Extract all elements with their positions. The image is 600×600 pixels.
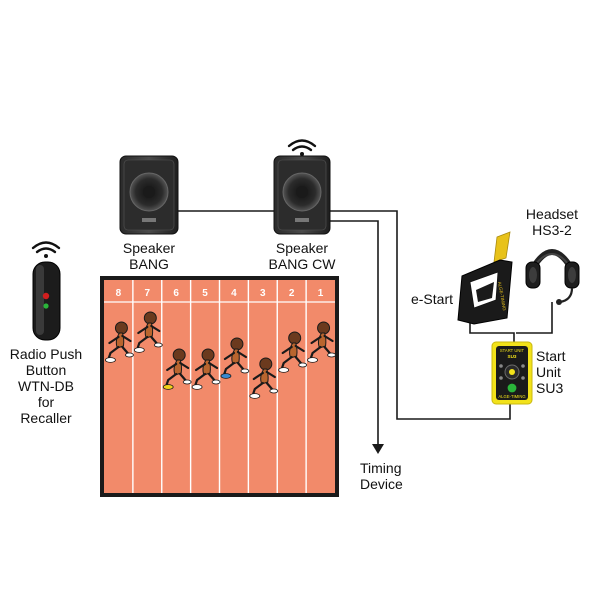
start-unit-label-line3: SU3 <box>536 380 564 396</box>
wireless-signal-icon <box>287 139 317 156</box>
wireless-signal-icon <box>31 241 61 258</box>
lanes: 8 7 6 5 4 3 2 1 <box>104 280 336 493</box>
lane-number: 4 <box>231 288 237 299</box>
arrow-down-icon <box>372 444 384 454</box>
radio-push-button-label-line4: for <box>37 394 55 410</box>
wire-headset-start-unit <box>516 302 553 334</box>
e-start-brand-label: ALGE-TIMING <box>497 281 507 311</box>
start-unit-label: Start Unit SU3 <box>536 348 586 396</box>
wire-speaker2-timing-device <box>328 220 379 444</box>
start-unit-icon: START UNIT SU3 ALGE-TIMING <box>491 341 533 405</box>
start-unit-panel-brand: ALGE-TIMING <box>498 394 525 399</box>
timing-device-label-line1: Timing <box>360 460 402 476</box>
lane-number: 7 <box>145 288 151 299</box>
speaker-right-label-line1: Speaker <box>275 240 329 256</box>
runner-icon <box>162 348 192 390</box>
track: 8 7 6 5 4 3 2 1 <box>100 276 339 497</box>
runner-icon <box>105 321 134 363</box>
radio-push-button-label-line2: Button <box>25 362 67 378</box>
speaker-left-label-line2: BANG <box>129 256 169 272</box>
wire-speaker2-start-unit <box>328 210 511 420</box>
runner-icon <box>307 321 336 363</box>
speaker-icon <box>119 155 179 235</box>
lane-number: 8 <box>116 288 122 299</box>
headset-label-line1: Headset <box>525 206 579 222</box>
runner-icon <box>249 357 279 399</box>
start-unit-label-line1: Start <box>536 348 566 364</box>
e-start-label: e-Start <box>410 291 453 307</box>
lane-number: 2 <box>289 288 295 299</box>
radio-push-button-icon <box>32 261 61 341</box>
lane-number: 6 <box>173 288 179 299</box>
headset-icon <box>525 249 580 305</box>
timing-device-label: Timing Device <box>360 460 424 492</box>
speaker-left-label: Speaker BANG <box>112 240 186 272</box>
speaker-right-label-line2: BANG CW <box>268 256 336 272</box>
runner-icon <box>278 331 308 373</box>
start-unit-label-line2: Unit <box>536 364 561 380</box>
runner-icon <box>133 311 163 353</box>
wire-estart-start-unit <box>469 322 515 342</box>
speaker-left-label-line1: Speaker <box>122 240 176 256</box>
e-start-pistol-icon: ALGE-TIMING <box>457 231 513 325</box>
radio-push-button-label-line5: Recaller <box>20 410 72 426</box>
radio-push-button-label: Radio Push Button WTN-DB for Recaller <box>2 346 90 426</box>
lane-number: 5 <box>202 288 208 299</box>
radio-push-button-label-line1: Radio Push <box>9 346 83 362</box>
wires <box>178 210 553 444</box>
lane-number: 3 <box>260 288 266 299</box>
timing-device-label-line2: Device <box>360 476 403 492</box>
start-unit-panel-title: START UNIT <box>500 348 525 353</box>
speaker-right-label: Speaker BANG CW <box>258 240 346 272</box>
headset-label: Headset HS3-2 <box>514 206 590 238</box>
headset-label-line2: HS3-2 <box>532 222 572 238</box>
lane-number: 1 <box>318 288 324 299</box>
radio-push-button-label-line3: WTN-DB <box>18 378 74 394</box>
runner-icon <box>220 337 250 379</box>
speaker-icon <box>273 155 331 235</box>
start-unit-panel-model: SU3 <box>508 354 517 359</box>
runner-icon <box>191 348 221 390</box>
